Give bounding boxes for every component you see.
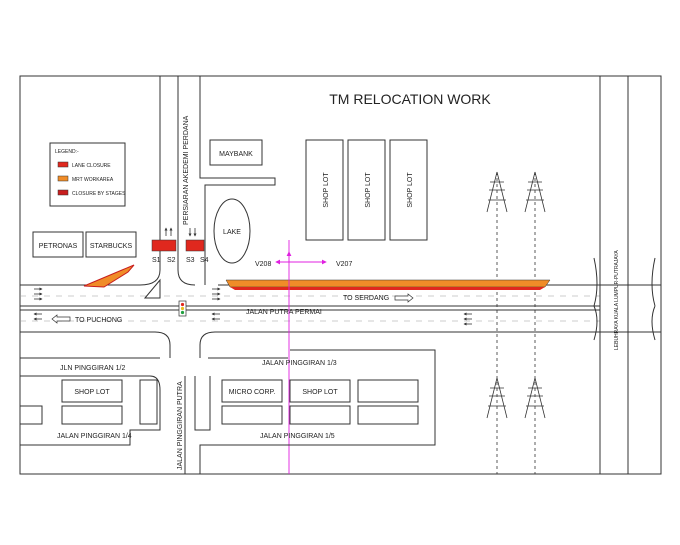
svg-text:MICRO CORP.: MICRO CORP.	[229, 389, 276, 396]
micro-corp-building	[221, 379, 283, 403]
svg-text:PETRONAS: PETRONAS	[39, 243, 78, 250]
closures	[83, 239, 551, 290]
buildings-north: MAYBANK PETRONAS STARBUCKS LAKE SHOP LOT…	[32, 139, 428, 264]
svg-text:LAKE: LAKE	[223, 229, 241, 236]
label-to-serdang: TO SERDANG	[343, 295, 389, 302]
label-pinggiran-1-2: JLN PINGGIRAN 1/2	[60, 365, 125, 372]
map-frame	[19, 75, 662, 475]
legend-label-closure-stages: CLOSURE BY STAGES	[72, 191, 126, 197]
label-pinggiran-putra: JALAN PINGGIRAN PUTRA	[177, 381, 184, 470]
arrow-to-puchong-icon	[51, 314, 71, 324]
stage-label-s2: S2	[167, 257, 176, 264]
shop-lot-2	[347, 139, 386, 241]
legend-swatch-lane-closure	[57, 161, 69, 168]
legend-swatch-closure-stages	[57, 189, 69, 196]
legend-label-lane-closure: LANE CLOSURE	[72, 163, 111, 169]
svg-text:SHOP LOT: SHOP LOT	[74, 389, 110, 396]
lake	[213, 198, 251, 264]
label-persiaran: PERSIARAN AKEDEMI PERDANA	[183, 115, 190, 225]
stage-label-s3: S3	[186, 257, 195, 264]
shop-lot-south-2	[289, 379, 351, 403]
label-pinggiran-1-3: JALAN PINGGIRAN 1/3	[262, 360, 337, 367]
view-markers: V208 V207	[255, 240, 352, 474]
lane-arrows	[33, 227, 472, 326]
label-pinggiran-1-5: JALAN PINGGIRAN 1/5	[260, 433, 335, 440]
view-label-v208: V208	[255, 261, 271, 268]
legend-heading: LEGEND:-	[55, 149, 79, 155]
petronas-building	[32, 231, 84, 258]
buildings-south: SHOP LOT MICRO CORP. SHOP LOT	[19, 379, 419, 425]
maybank-building	[209, 139, 263, 166]
legend-swatch-mrt-workarea	[57, 175, 69, 182]
view-label-v207: V207	[336, 261, 352, 268]
label-lebuhraya: LEBUHRAYA KUALA LUMPUR-PUTRAJAYA	[614, 250, 620, 350]
shop-lot-3	[389, 139, 428, 241]
mrt-workarea-strip	[225, 279, 551, 288]
closure-s3-s4	[185, 239, 205, 252]
transmission-towers	[486, 171, 546, 474]
traffic-light-icon	[178, 300, 187, 317]
svg-text:STARBUCKS: STARBUCKS	[90, 243, 133, 250]
traffic-island	[143, 278, 161, 299]
arrow-to-serdang-icon	[394, 293, 414, 303]
svg-text:SHOP LOT: SHOP LOT	[365, 172, 372, 208]
label-to-puchong: TO PUCHONG	[75, 317, 122, 324]
svg-text:MAYBANK: MAYBANK	[219, 151, 253, 158]
label-pinggiran-1-4: JALAN PINGGIRAN 1/4	[57, 433, 132, 440]
closure-s1-s2	[151, 239, 177, 252]
svg-text:SHOP LOT: SHOP LOT	[302, 389, 338, 396]
stage-label-s4: S4	[200, 257, 209, 264]
svg-text:SHOP LOT: SHOP LOT	[323, 172, 330, 208]
stage-label-s1: S1	[152, 257, 161, 264]
roads-south: JLN PINGGIRAN 1/2 JALAN PINGGIRAN 1/3 JA…	[20, 349, 436, 474]
label-putra-permai: JALAN PUTRA PERMAI	[246, 309, 322, 316]
lane-closure-strip	[230, 287, 545, 290]
shop-lot-1	[305, 139, 344, 241]
closure-west-taper	[83, 264, 135, 288]
legend-label-mrt-workarea: MRT WORKAREA	[72, 177, 114, 183]
legend: LEGEND:- LANE CLOSURE MRT WORKAREA CLOSU…	[49, 142, 126, 207]
map-title: TM RELOCATION WORK	[329, 91, 491, 107]
shop-lot-south-1	[61, 379, 123, 403]
highway-lebuhraya: LEBUHRAYA KUALA LUMPUR-PUTRAJAYA	[593, 76, 661, 474]
starbucks-building	[85, 231, 137, 258]
road-putra-permai	[20, 76, 600, 358]
svg-text:SHOP LOT: SHOP LOT	[407, 172, 414, 208]
